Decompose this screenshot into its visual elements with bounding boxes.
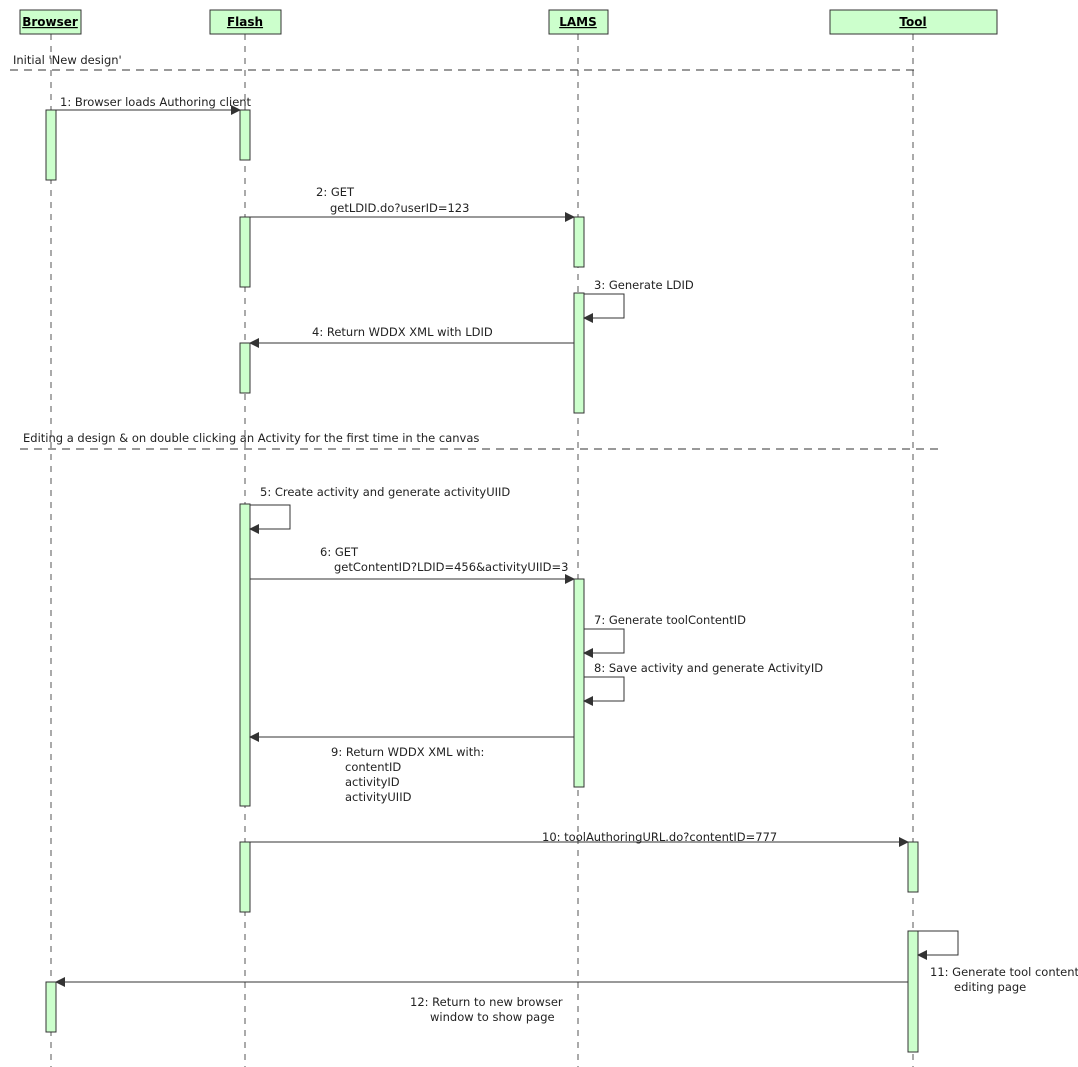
activation-browser-1 [45,109,57,181]
fragment-initial-label: Initial 'New design' [13,53,122,67]
activation-flash-1 [239,109,251,161]
message-11-arrow [917,930,959,960]
message-6-label-line2: getContentID?LDID=456&activityUIID=3 [334,560,568,574]
message-7-arrow [583,628,625,658]
participant-flash: Flash [209,9,282,35]
message-1-label: 1: Browser loads Authoring client [60,95,252,109]
participant-browser: Browser [19,9,82,35]
message-3-arrow [583,293,625,323]
message-8-arrow [583,676,625,706]
activation-flash-5 [239,841,251,913]
message-10-label: 10: toolAuthoringURL.do?contentID=777 [542,830,777,844]
message-9-label-line4: activityUIID [345,790,412,804]
participant-browser-label: Browser [22,15,78,29]
message-11-label-line1: 11: Generate tool content [930,965,1078,979]
message-9-label-line2: contentID [345,760,401,774]
message-7-label: 7: Generate toolContentID [594,613,746,627]
activation-tool-2 [907,930,919,1053]
activation-lams-2 [573,292,585,414]
activation-flash-4 [239,503,251,807]
activation-tool-1 [907,841,919,893]
activation-flash-3 [239,342,251,394]
message-4-label: 4: Return WDDX XML with LDID [312,325,493,339]
participant-lams: LAMS [548,9,609,35]
message-12-label-line1: 12: Return to new browser [410,995,563,1009]
message-8-label: 8: Save activity and generate ActivityID [594,661,823,675]
participant-tool: Tool [829,9,998,35]
activation-browser-2 [45,981,57,1033]
message-9-label-line3: activityID [345,775,400,789]
message-5-label: 5: Create activity and generate activity… [260,485,510,499]
message-11-label-line2: editing page [954,980,1026,994]
participant-lams-label: LAMS [559,15,597,29]
participant-flash-label: Flash [227,15,263,29]
fragment-editing-label: Editing a design & on double clicking an… [23,431,479,445]
message-5-arrow [249,504,291,534]
message-6-label-line1: 6: GET [320,545,359,559]
message-2-label-line2: getLDID.do?userID=123 [330,201,469,215]
message-3-label: 3: Generate LDID [594,278,694,292]
activation-lams-1 [573,216,585,268]
participant-tool-label: Tool [899,15,926,29]
activation-flash-2 [239,216,251,288]
message-9-label-line1: 9: Return WDDX XML with: [331,745,484,759]
message-12-label-line2: window to show page [430,1010,555,1024]
activation-lams-3 [573,578,585,788]
message-2-label-line1: 2: GET [316,185,355,199]
